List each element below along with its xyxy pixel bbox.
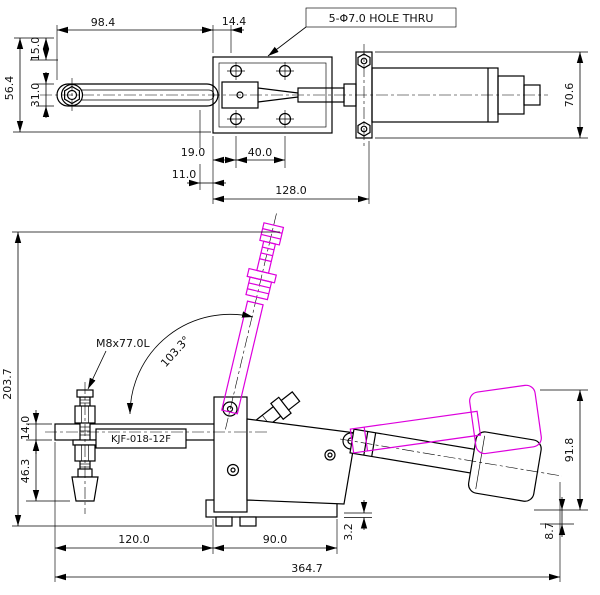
base-bolt-right [239,516,257,527]
dim-3-2: 3.2 [342,500,372,541]
mounting-holes [227,62,294,128]
spindle-label-text: M8x77.0L [96,337,150,350]
dim-text: 98.4 [91,16,116,29]
plate-pivot-pin [327,452,333,458]
dim-text: 56.4 [3,76,16,101]
dim-text: 14.4 [222,15,247,28]
model-label-text: KJF-018-12F [111,434,171,445]
top-view-geometry [40,44,548,146]
dim-128-0: 128.0 [213,141,370,204]
leader-line [267,26,307,57]
dim-text: 203.7 [1,368,14,400]
dim-text: 40.0 [248,146,273,159]
base-bolt-left [215,516,233,527]
dim-text: 91.8 [563,438,576,463]
dim-364-7: 364.7 [55,482,561,582]
dim-11-0: 11.0 [172,110,226,190]
dim-text: 15.0 [29,37,42,62]
dim-14-0: 14.0 [19,410,52,454]
dim-text: 364.7 [291,562,323,575]
dim-203-7: 203.7 [1,231,280,527]
dim-120-0: 120.0 [54,442,214,582]
spindle-callout: M8x77.0L [87,337,150,390]
top-view: 98.4 14.4 5-Φ7.0 HOLE THRU 15.0 56.4 [3,7,588,204]
dim-90-0: 90.0 [213,519,338,554]
handle-centerline [339,438,563,477]
dim-text: 128.0 [275,184,307,197]
dim-40-0: 40.0 [236,136,286,168]
dim-text: 31.0 [29,83,42,108]
plate-pivot [324,449,336,461]
hole-callout: 5-Φ7.0 HOLE THRU [267,7,457,57]
handle-grip [467,431,542,502]
dim-text: 3.2 [342,523,355,541]
dim-91-8: 91.8 [534,389,588,511]
toggle-linkage-plate [246,418,357,505]
handle-closed [349,428,542,502]
bar-pivot [222,401,238,417]
hole-note-text: 5-Φ7.0 HOLE THRU [329,12,434,25]
dim-text: 8.7 [543,522,556,540]
dim-text: 11.0 [172,168,197,181]
dim-98-4: 98.4 [56,16,214,80]
dim-text: 14.0 [19,416,32,441]
open-arm-centerline [224,213,277,432]
dim-text: 120.0 [118,533,150,546]
dim-70-6: 70.6 [375,51,588,139]
dim-14-4: 14.4 [200,15,246,53]
angle-text: 103.3° [158,334,192,370]
handle-grip-open [469,384,542,455]
dim-text: 70.6 [563,83,576,108]
dim-56-4: 56.4 [3,38,211,133]
model-label-plate [95,428,187,449]
link-pivot-pin [230,467,236,473]
dim-text: 19.0 [181,146,206,159]
leader-line [87,350,107,390]
side-view: KJF-018-12F [1,213,588,582]
dim-31-0: 31.0 [29,72,54,118]
dim-8-7: 8.7 [540,497,574,540]
link-pivot [226,463,240,477]
dim-text: 46.3 [19,459,32,484]
handle-open-ghost [349,384,542,455]
dim-15-0: 15.0 [14,37,58,62]
dim-46-3: 46.3 [19,440,70,502]
side-view-geometry: KJF-018-12F [45,382,563,527]
dim-text: 90.0 [263,533,288,546]
